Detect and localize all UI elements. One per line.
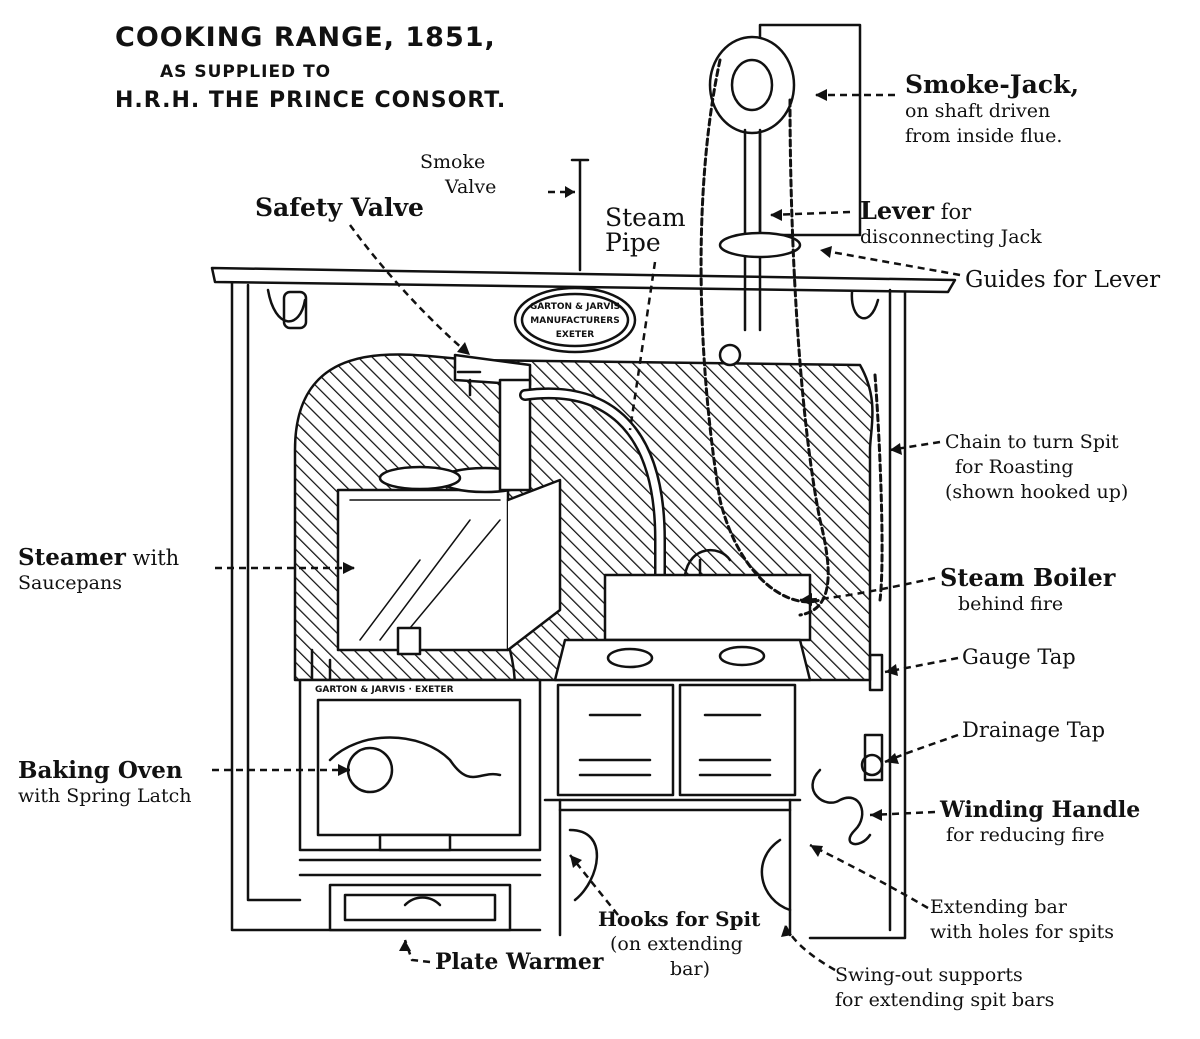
label-steamer: Steamer with Saucepans <box>18 545 179 596</box>
label-chain-line3: (shown hooked up) <box>945 481 1129 503</box>
label-steamer-rest: with <box>125 546 180 570</box>
label-gauge-tap: Gauge Tap <box>962 645 1076 669</box>
winding-handle <box>811 768 872 846</box>
label-plate-warmer: Plate Warmer <box>435 949 604 975</box>
label-extending-bar: Extending bar with holes for spits <box>930 895 1114 945</box>
steamer-box <box>336 488 510 652</box>
label-extending-bar-line1: Extending bar <box>930 896 1067 918</box>
maker-plate <box>513 286 637 354</box>
leader-hooks <box>569 854 619 916</box>
label-drainage-tap: Drainage Tap <box>962 718 1106 742</box>
jack-shaft <box>743 128 762 332</box>
smoke-valve-rod <box>570 158 590 272</box>
label-lever-rest: for <box>934 200 972 224</box>
diagram-subtitle: AS SUPPLIED TO <box>160 62 332 82</box>
diagram-title: COOKING RANGE, 1851, <box>115 22 496 53</box>
label-baking-oven-sub: with Spring Latch <box>18 785 192 807</box>
mantel-shelf <box>210 266 957 294</box>
label-chain-line1: Chain to turn Spit <box>945 431 1119 453</box>
label-winding-handle-sub: for reducing fire <box>946 824 1105 846</box>
label-steam-pipe-line1: Steam <box>605 203 686 232</box>
fire-grate-right <box>678 683 797 797</box>
label-steam-boiler-main: Steam Boiler <box>940 563 1116 592</box>
smoke-jack <box>708 35 796 135</box>
label-steam-boiler: Steam Boiler behind fire <box>940 565 1115 617</box>
label-safety-valve: Safety Valve <box>255 193 424 222</box>
label-steam-boiler-sub: behind fire <box>958 593 1064 615</box>
label-smoke-jack-sub1: on shaft driven <box>905 100 1051 122</box>
label-hooks-line3: bar) <box>670 958 710 980</box>
maker-plate-line3: EXETER <box>556 330 595 340</box>
fire-grate-left <box>556 683 675 797</box>
label-lever: Lever for disconnecting Jack <box>860 198 1042 250</box>
label-chain: Chain to turn Spit for Roasting (shown h… <box>945 430 1128 505</box>
label-steam-pipe-line2: Pipe <box>605 228 661 257</box>
leader-plate-warmer <box>403 939 431 964</box>
label-hooks-main: Hooks for Spit <box>598 907 761 931</box>
maker-plate-line2: MANUFACTURERS <box>530 316 619 326</box>
label-steam-pipe: Steam Pipe <box>605 205 686 255</box>
oven-door-lettering: GARTON & JARVIS · EXETER <box>315 685 454 695</box>
label-extending-bar-line2: with holes for spits <box>930 921 1115 943</box>
label-hooks-line2: (on extending <box>610 933 743 955</box>
label-guides-for-lever: Guides for Lever <box>965 267 1161 293</box>
leader-lever <box>769 210 851 217</box>
maker-plate-line1: GARTON & JARVIS <box>530 302 620 312</box>
label-winding-handle: Winding Handle for reducing fire <box>940 798 1140 848</box>
label-swing-out-line1: Swing-out supports <box>835 964 1023 986</box>
label-chain-line2: for Roasting <box>955 456 1074 478</box>
label-hooks-for-spit: Hooks for Spit (on extending bar) <box>598 907 760 982</box>
steam-boiler <box>603 573 812 642</box>
label-lever-sub: disconnecting Jack <box>860 226 1042 248</box>
drainage-tap <box>863 733 884 782</box>
gauge-tap <box>868 653 884 692</box>
label-smoke-valve: Smoke Valve <box>420 150 496 200</box>
label-winding-handle-main: Winding Handle <box>940 797 1141 823</box>
label-smoke-jack: Smoke-Jack, on shaft driven from inside … <box>905 72 1079 149</box>
baking-oven <box>298 678 542 852</box>
label-smoke-valve-line2: Valve <box>445 176 497 198</box>
leader-safety-valve <box>348 224 471 356</box>
leader-swing-out <box>783 924 836 972</box>
leader-gauge-tap <box>884 656 959 674</box>
label-baking-oven: Baking Oven with Spring Latch <box>18 758 192 809</box>
label-steamer-sub: Saucepans <box>18 572 122 594</box>
spit-chain <box>699 58 822 604</box>
label-steamer-main: Steamer <box>18 544 126 571</box>
label-smoke-valve-line1: Smoke <box>420 151 486 173</box>
leader-extending-bar <box>809 843 929 910</box>
label-baking-oven-main: Baking Oven <box>18 757 183 784</box>
diagram-dedication: H.R.H. THE PRINCE CONSORT. <box>115 88 507 113</box>
label-swing-out-line2: for extending spit bars <box>835 989 1055 1011</box>
leader-steam-pipe <box>628 261 657 431</box>
label-smoke-jack-main: Smoke-Jack, <box>905 70 1080 99</box>
label-swing-out: Swing-out supports for extending spit ba… <box>835 963 1054 1013</box>
plate-warmer <box>328 883 512 932</box>
leader-guides <box>819 248 961 277</box>
label-lever-main: Lever <box>860 196 935 225</box>
label-smoke-jack-sub2: from inside flue. <box>905 125 1063 147</box>
